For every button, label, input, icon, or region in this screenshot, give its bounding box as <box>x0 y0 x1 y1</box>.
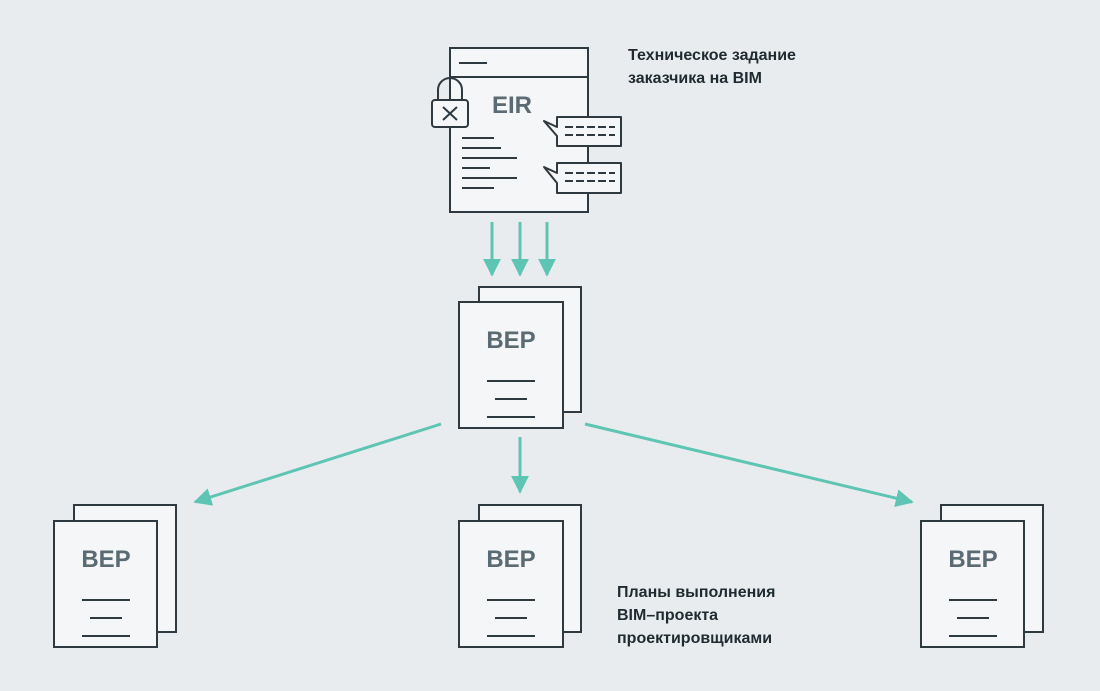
comment-bubble-icon <box>543 116 622 147</box>
bep-document-left: BEP <box>53 504 177 648</box>
eir-label: EIR <box>492 92 532 119</box>
bep-document-central: BEP <box>458 286 582 429</box>
bep-caption-line: Планы выполнения <box>617 584 776 601</box>
bep-caption-line: проектировщиками <box>617 630 773 647</box>
bep-label: BEP <box>948 546 997 573</box>
bep-caption-line: BIM–проекта <box>617 607 719 624</box>
eir-caption: Техническое задание заказчика на BIM <box>628 44 796 90</box>
comment-bubble-icon <box>543 162 622 194</box>
arrow-right <box>584 422 914 507</box>
arrows-eir-to-bep <box>483 222 556 277</box>
bep-document-right: BEP <box>920 504 1044 648</box>
arrows-bep-distribution <box>193 422 914 507</box>
lock-icon <box>431 77 469 128</box>
bep-caption: Планы выполнения BIM–проекта проектировщ… <box>617 581 775 650</box>
arrow-left <box>193 422 442 506</box>
bep-document-middle: BEP <box>458 504 582 648</box>
bep-label: BEP <box>486 546 535 573</box>
bep-label: BEP <box>486 327 535 354</box>
eir-caption-line: заказчика на BIM <box>628 70 762 87</box>
bep-label: BEP <box>81 546 130 573</box>
eir-caption-line: Техническое задание <box>628 47 796 64</box>
